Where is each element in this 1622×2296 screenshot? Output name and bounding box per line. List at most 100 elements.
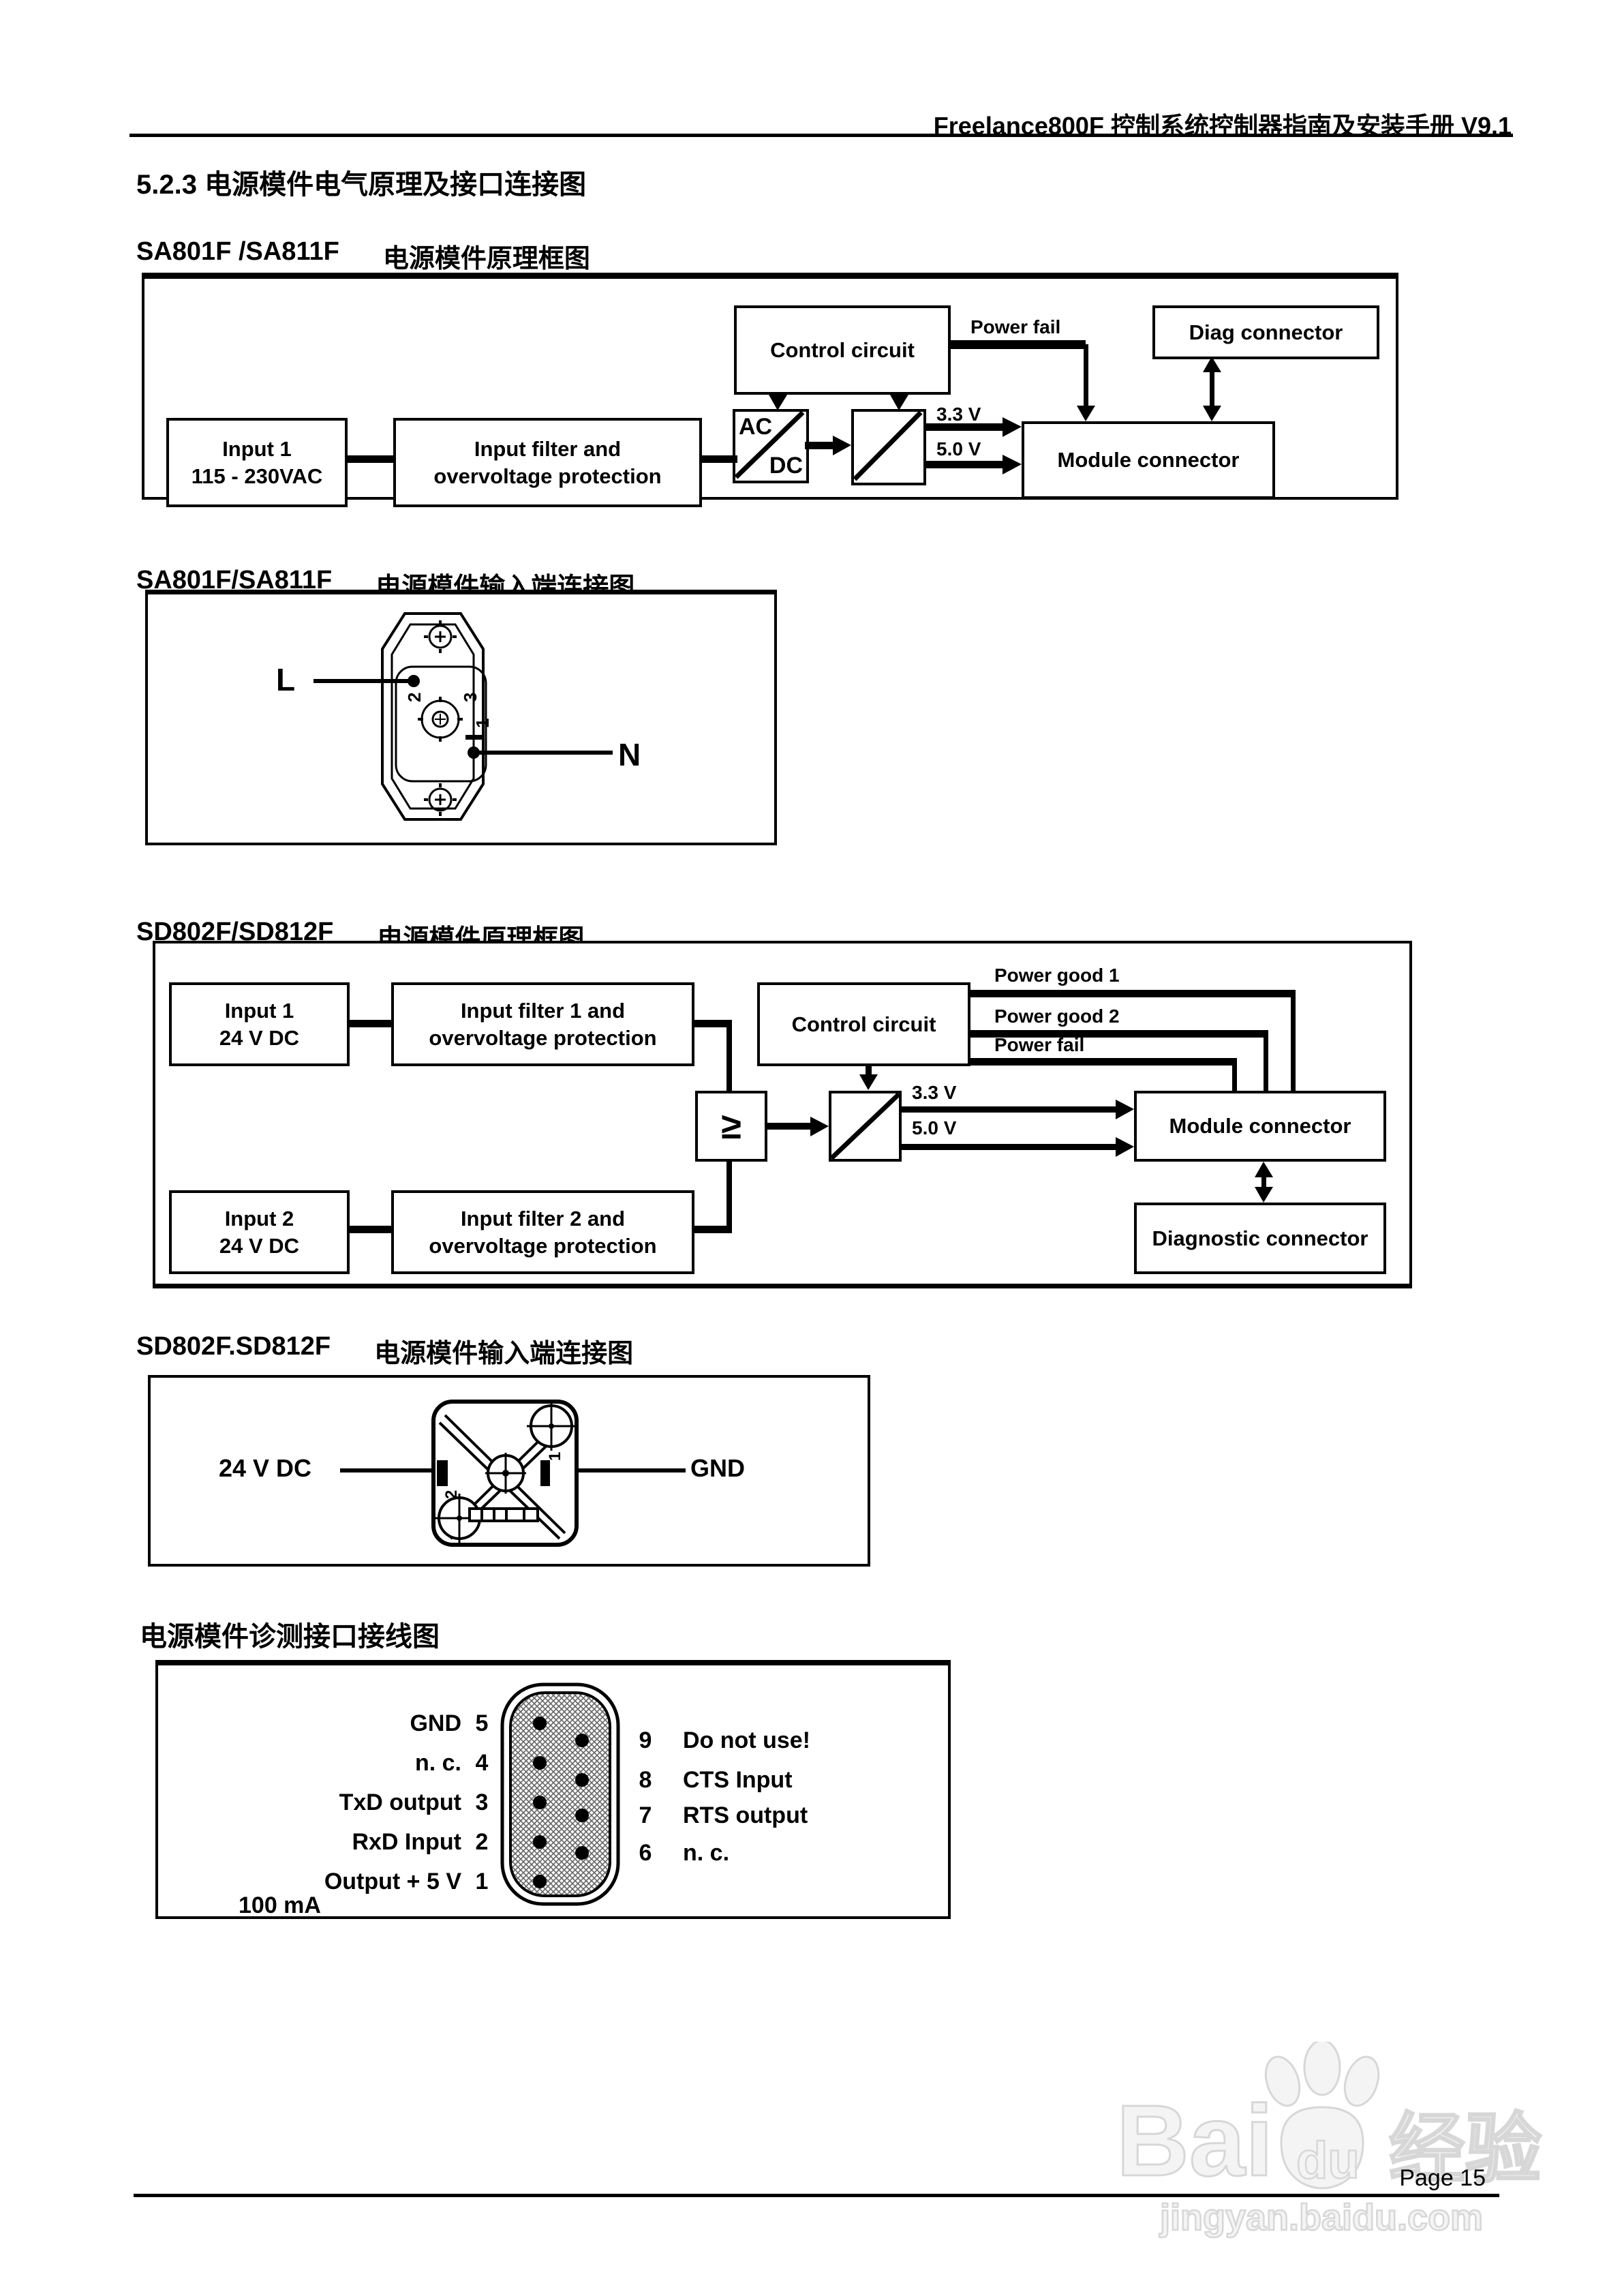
bottom-screw-icon [424,783,457,816]
pin5-label: GND [410,1710,461,1736]
header-rule [129,134,1513,137]
pin2-label: RxD Input [352,1829,461,1855]
top-screw-icon [424,620,457,653]
fig1-frame: Input 1 115 - 230VAC Input filter and ov… [142,273,1398,507]
fig3-input1-line1: Input 1 [224,998,294,1023]
pin-plus-terminal [437,1460,448,1486]
footer-rule [134,2194,1499,2197]
fig3-input2-box: Input 2 24 V DC [169,1190,350,1274]
fig3-filter2-box: Input filter 2 and overvoltage protectio… [391,1190,694,1274]
pin-l-dot [408,675,420,687]
pin8-label: CTS Input [683,1767,793,1793]
fig3-filter1-line1: Input filter 1 and [460,998,626,1023]
pin-3-number: 3 [460,693,480,702]
fig3-module-label: Module connector [1169,1114,1351,1138]
fig3-diagnostic-box: Diagnostic connector [1134,1203,1386,1274]
fig1-title: SA801F /SA811F 电源模件原理框图 [136,237,590,275]
fig3-input1-line2: 24 V DC [219,1025,300,1050]
fig3-control-box: Control circuit [757,982,970,1066]
pin1-dot [533,1875,547,1888]
pin-n-dot [468,746,480,759]
pin-right-number: 1 [546,1452,564,1461]
fig1-input-line1: Input 1 [222,436,292,461]
fig3-filter2-line1: Input filter 2 and [460,1206,626,1230]
fig1-input-line2: 115 - 230VAC [191,464,323,488]
pin4-label: n. c. [414,1750,461,1776]
fig1-control-box: Control circuit [734,305,951,395]
fig3-or-box: ≥ [695,1091,767,1162]
fig1-33v-label: 3.3 V [936,404,981,425]
pin6-number: 6 [639,1840,652,1866]
fig1-acdc-ac: AC [739,414,773,440]
pin9-number: 9 [639,1727,652,1753]
fig4-frame: 2 1 24 V DC GND [148,1375,870,1567]
watermark-jingyan-text: 经验 [1389,2106,1542,2192]
fig3-converter-box [829,1091,902,1162]
fig5-dsub-drawing [500,1682,620,1906]
fig3-filter1-line2: overvoltage protection [429,1025,657,1050]
dsub-connector [500,1682,620,1906]
fig3-filter1-box: Input filter 1 and overvoltage protectio… [391,982,694,1066]
fig1-diag-box: Diag connector [1152,305,1379,359]
pin6-dot [575,1846,589,1860]
pin1-sublabel: 100 mA [239,1892,321,1918]
fig1-title-model: SA801F /SA811F [136,237,339,266]
fig3-control-label: Control circuit [791,1012,936,1036]
watermark-du-text: du [1296,2132,1360,2190]
pin8-number: 8 [639,1767,652,1793]
fig3-power-good1-label: Power good 1 [994,965,1120,986]
baidu-jingyan-watermark: Bai du 经验 jingyan.baidu.com [1116,2042,1543,2239]
fig5-frame: GND 5 n. c. 4 TxD output 3 RxD Input 2 O… [155,1660,951,1919]
fig2-n-label: N [618,737,641,772]
fig2-l-label: L [276,662,296,697]
ac-connector-outline [381,612,487,821]
pin9-dot [575,1734,589,1747]
watermark-bai-text: Bai [1116,2085,1273,2197]
watermark-url-text: jingyan.baidu.com [1159,2197,1483,2238]
pin1-number: 1 [475,1869,489,1894]
fig1-filter-box: Input filter and overvoltage protection [393,418,702,507]
fig1-module-box: Module connector [1022,421,1275,499]
pin8-dot [575,1773,589,1787]
fig4-title-desc: 电源模件输入端连接图 [374,1340,634,1368]
fig4-gnd-label: GND [690,1454,745,1482]
pin-l-number: 2 [404,693,425,702]
pin5-dot [533,1717,547,1730]
pin3-label: TxD output [339,1789,461,1815]
pin6-label: n. c. [683,1840,730,1866]
section-heading: 5.2.3 电源模件电气原理及接口连接图 [136,170,587,200]
pin2-number: 2 [475,1829,489,1855]
center-screw-icon [418,697,463,742]
fig3-input2-line1: Input 2 [224,1206,294,1230]
fig3-module-box: Module connector [1134,1091,1386,1162]
pin4-number: 4 [475,1750,489,1776]
pin9-label: Do not use! [683,1727,810,1753]
fig2-frame: 2 3 1 L N [145,590,777,845]
fig1-converter-box [851,409,926,485]
dc-leader-line [340,1468,442,1472]
dc-connector-outline [431,1400,579,1547]
fig1-filter-line2: overvoltage protection [433,464,662,488]
fig1-input-box: Input 1 115 - 230VAC [166,418,348,507]
pin1-label: Output + 5 V [324,1869,461,1894]
fig1-lines [345,340,1221,481]
pin3-number: 3 [475,1789,489,1815]
fig3-50v-label: 5.0 V [912,1117,957,1138]
fig1-filter-line1: Input filter and [474,436,622,461]
pin-gnd-terminal [540,1460,550,1486]
fig4-24vdc-label: 24 V DC [219,1454,312,1482]
pin-n-tick [465,735,482,740]
fig3-input2-line2: 24 V DC [219,1233,300,1258]
pin7-label: RTS output [683,1802,808,1828]
n-leader-line [474,751,613,755]
fig3-frame: Input 1 24 V DC Input filter 1 and overv… [153,941,1412,1288]
pin-left-number: 2 [442,1490,461,1499]
gnd-leader-line [549,1468,686,1472]
fig1-module-label: Module connector [1057,448,1240,472]
pin3-dot [533,1796,547,1809]
pin5-number: 5 [475,1710,489,1736]
fig1-title-desc: 电源模件原理框图 [382,245,590,273]
fig1-50v-label: 5.0 V [936,438,981,459]
fig2-connector-drawing: 2 3 1 [313,612,613,821]
